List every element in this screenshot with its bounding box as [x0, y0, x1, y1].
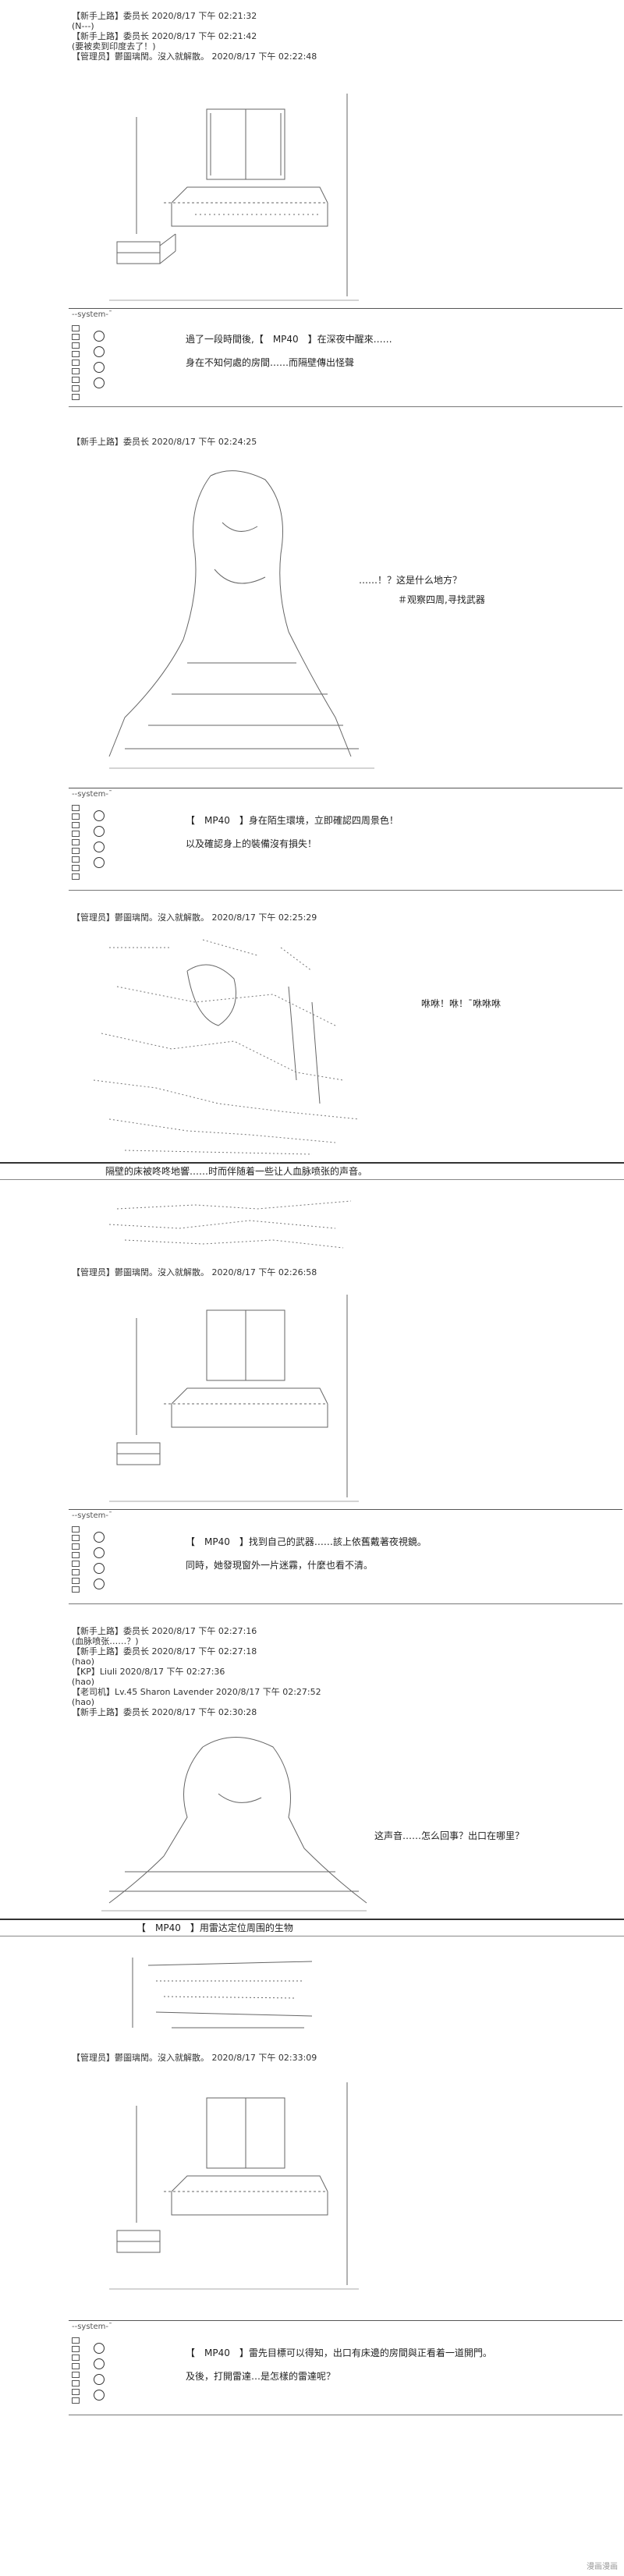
chat-line: 【老司机】Lv.45 Sharon Lavender 2020/8/17 下午 … — [72, 1687, 321, 1697]
system-circles — [94, 2343, 105, 2401]
chat-line: (hao) — [72, 1677, 95, 1687]
system-title: --system-¯ — [72, 1511, 112, 1520]
room-illustration — [94, 2067, 374, 2301]
chat-line: (hao) — [72, 1657, 95, 1667]
system-circles — [94, 331, 105, 388]
system-text: 【 MP40 】身在陌生環境，立即確認四周景色！ — [186, 815, 399, 826]
system-markers — [72, 323, 83, 402]
system-title: --system-¯ — [72, 790, 112, 799]
system-circles — [94, 1532, 105, 1589]
chat-line: 【新手上路】委员长 2020/8/17 下午 02:24:25 — [72, 437, 257, 447]
chat-log-4: 【管理员】鬱圖璃閏。沒入就解散。 2020/8/17 下午 02:26:58 — [72, 1267, 317, 1277]
system-title: --system-¯ — [72, 2323, 112, 2331]
system-text: 身在不知何處的房間……而隔壁傳出怪聲 — [186, 357, 355, 368]
scene-illustration — [78, 924, 390, 1162]
chat-log-2: 【新手上路】委员长 2020/8/17 下午 02:24:25 — [72, 437, 257, 447]
chat-line: (要被卖到印度去了！) — [72, 41, 156, 51]
chat-line: 【新手上路】委员长 2020/8/17 下午 02:30:28 — [72, 1707, 257, 1717]
chat-line: 【管理员】鬱圖璃閏。沒入就解散。 2020/8/17 下午 02:33:09 — [72, 2053, 317, 2063]
system-text: 以及確認身上的裝備沒有損失！ — [186, 838, 317, 849]
system-title: --system-¯ — [72, 310, 112, 319]
system-markers — [72, 1524, 83, 1595]
system-circles — [94, 810, 105, 868]
chat-line: 【管理员】鬱圖璃閏。沒入就解散。 2020/8/17 下午 02:22:48 — [72, 51, 317, 62]
system-box-2: --system-¯ 【 MP40 】身在陌生環境，立即確認四周景色！ 以及確認… — [69, 788, 622, 891]
chat-line: (血脉喷张……？) — [72, 1636, 139, 1646]
radar-illustration — [117, 1950, 335, 2036]
system-markers — [72, 803, 83, 882]
narration-banner: 隔壁的床被咚咚地響……时而伴随着一些让人血脉喷张的声音。 — [0, 1162, 624, 1180]
chat-log-3: 【管理员】鬱圖璃閏。沒入就解散。 2020/8/17 下午 02:25:29 — [72, 912, 317, 923]
fog-illustration — [101, 1193, 367, 1260]
chat-line: 【新手上路】委员长 2020/8/17 下午 02:21:42 — [72, 31, 257, 41]
speech-caption: ……！？这是什么地方？ — [359, 575, 463, 586]
banner-text: 隔壁的床被咚咚地響……时而伴随着一些让人血脉喷张的声音。 — [105, 1166, 368, 1177]
chat-line: 【新手上路】委员长 2020/8/17 下午 02:27:16 — [72, 1626, 257, 1636]
watermark: 漫画漫画 — [587, 2563, 618, 2571]
chat-line: (N---) — [72, 21, 94, 31]
chat-log-6: 【管理员】鬱圖璃閏。沒入就解散。 2020/8/17 下午 02:33:09 — [72, 2053, 317, 2063]
room-illustration — [94, 78, 374, 312]
system-markers — [72, 2335, 83, 2406]
chat-line: 【KP】Liuli 2020/8/17 下午 02:27:36 — [72, 1667, 225, 1677]
chat-line: 【新手上路】委员长 2020/8/17 下午 02:21:32 — [72, 11, 257, 21]
chat-log-1: 【新手上路】委员长 2020/8/17 下午 02:21:32 (N---) 【… — [72, 11, 317, 62]
speech-caption: 这声音……怎么回事？出口在哪里？ — [374, 1830, 525, 1841]
chat-line: 【管理员】鬱圖璃閏。沒入就解散。 2020/8/17 下午 02:26:58 — [72, 1267, 317, 1277]
system-text: 及後，打開雷達…是怎樣的雷達呢？ — [186, 2371, 336, 2382]
room-illustration — [94, 1279, 374, 1513]
system-box-4: --system-¯ 【 MP40 】雷先目標可以得知，出口有床邊的房間與正看着… — [69, 2320, 622, 2415]
chat-log-5: 【新手上路】委员长 2020/8/17 下午 02:27:16 (血脉喷张……？… — [72, 1626, 321, 1717]
chat-line: 【新手上路】委员长 2020/8/17 下午 02:27:18 — [72, 1646, 257, 1657]
character-illustration — [78, 460, 421, 780]
system-text: 同時，她發現窗外一片迷霧，什麼也看不清。 — [186, 1560, 374, 1571]
system-text: 過了一段時間後,【 MP40 】在深夜中醒來…… — [186, 334, 392, 345]
narration-banner: 【 MP40 】用雷达定位周围的生物 — [0, 1919, 624, 1936]
system-box-3: --system-¯ 【 MP40 】找到自己的武器……該上依舊戴著夜視鏡。 同… — [69, 1509, 622, 1604]
system-text: 【 MP40 】找到自己的武器……該上依舊戴著夜視鏡。 — [186, 1536, 427, 1547]
banner-text: 【 MP40 】用雷达定位周围的生物 — [136, 1922, 293, 1933]
chat-line: (hao) — [72, 1697, 95, 1707]
sound-caption: 咻咻！咻！¯咻咻咻 — [421, 998, 502, 1009]
system-box-1: --system-¯ 過了一段時間後,【 MP40 】在深夜中醒來…… 身在不知… — [69, 308, 622, 407]
action-caption: ＃观察四周,寻找武器 — [398, 594, 485, 605]
chat-line: 【管理员】鬱圖璃閏。沒入就解散。 2020/8/17 下午 02:25:29 — [72, 912, 317, 923]
character-illustration — [78, 1724, 390, 1919]
system-text: 【 MP40 】雷先目標可以得知，出口有床邊的房間與正看着一道開門。 — [186, 2347, 492, 2358]
